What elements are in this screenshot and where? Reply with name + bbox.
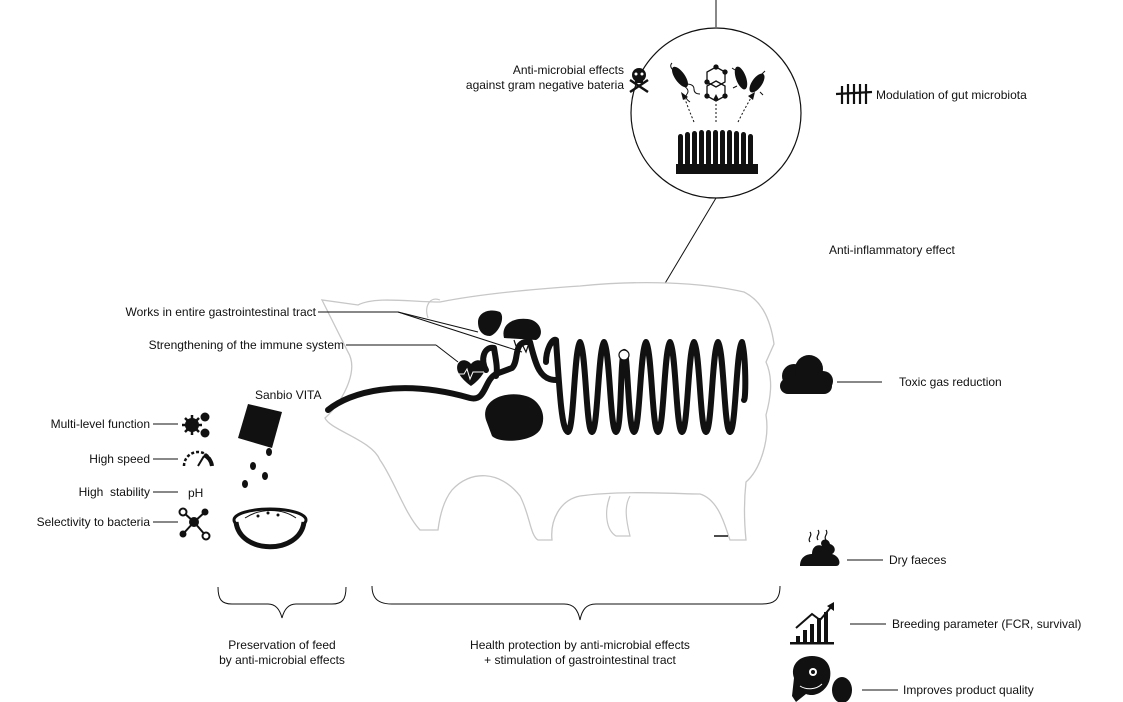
anti-microbial-label: Anti-microbial effects against gram nega… [466,63,624,93]
network-icon [180,509,210,540]
stomach-icon [485,394,543,441]
powder-sachet-icon [238,404,282,448]
breeding-label: Breeding parameter (FCR, survival) [892,617,1081,632]
cloud-icon [780,355,833,394]
product-name: Sanbio VITA [255,388,321,403]
gi-tract-label: Works in entire gastrointestinal tract [125,305,316,320]
faeces-icon [800,530,839,566]
immune-label: Strengthening of the immune system [149,338,344,353]
health-bracket-label: Health protection by anti-microbial effe… [430,638,730,668]
tally-icon [836,84,872,104]
ph-symbol: pH [188,486,203,500]
drops-icon [242,448,272,488]
microbiota-label: Modulation of gut microbiota [876,88,1027,103]
meat-icon [792,656,830,702]
gears-icon [182,413,210,438]
multi-level-label: Multi-level function [51,417,150,432]
health-bracket [372,586,780,620]
bowl-icon [234,509,306,547]
speed-label: High speed [89,452,150,467]
gut-zoom-circle [631,28,801,198]
feed-bracket-label: Preservation of feed by anti-microbial e… [162,638,402,668]
feed-bracket [218,587,346,618]
egg-icon [832,677,852,702]
stability-label: High stability [79,485,150,500]
toxic-gas-label: Toxic gas reduction [899,375,1002,390]
growth-chart-icon [790,602,834,645]
speedometer-icon [184,452,212,466]
dry-faeces-label: Dry faeces [889,553,946,568]
pig-outline [322,283,774,540]
selectivity-label: Selectivity to bacteria [37,515,150,530]
quality-label: Improves product quality [903,683,1034,698]
intestine-marker [619,350,629,360]
villi-icon [676,130,758,174]
anti-inflammatory-label: Anti-inflammatory effect [829,243,955,258]
